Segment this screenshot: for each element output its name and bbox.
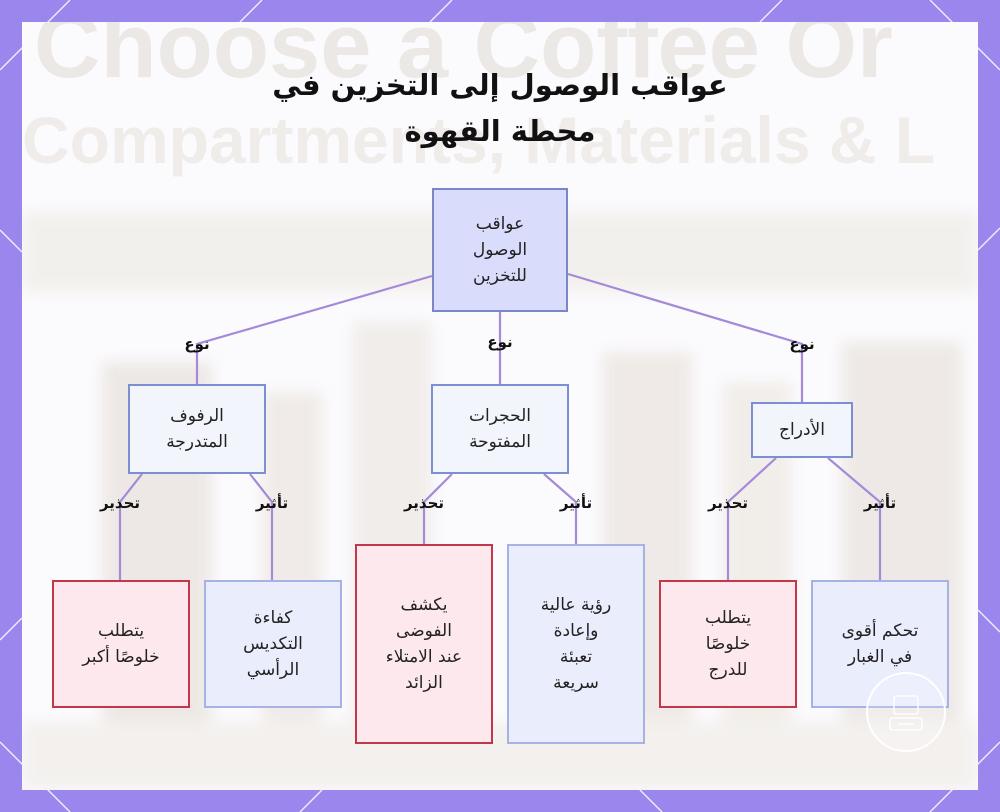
edge-drawers-effect: [828, 458, 880, 580]
node-text-line: تحكم أقوى: [842, 618, 919, 644]
node-text-line: رؤية عالية: [541, 592, 611, 618]
frame-deco-line: [978, 228, 1000, 250]
edge-label-type-left: نوع: [184, 335, 209, 353]
node-root: عواقب الوصول للتخزين: [432, 188, 568, 312]
edge-label-type-center: نوع: [487, 333, 512, 351]
node-text-line: عواقب: [473, 211, 527, 237]
node-text-line: عند الامتلاء: [386, 644, 462, 670]
frame-deco-line: [0, 230, 22, 252]
node-text-line: الأدراج: [779, 417, 825, 443]
node-text-line: يتطلب: [82, 618, 159, 644]
node-drawers: الأدراج: [751, 402, 853, 458]
edge-root-drawers: [568, 274, 802, 402]
node-text-line: يكشف: [386, 592, 462, 618]
edge-label-drawers-effect: تأثير: [864, 494, 896, 512]
node-compartments-effect: رؤية عالية وإعادة تعبئة سريعة: [507, 544, 645, 744]
node-text-line: الرأسي: [243, 657, 303, 683]
node-text-line: يتطلب: [705, 605, 751, 631]
node-text-line: تعبئة: [541, 644, 611, 670]
edge-label-type-right: نوع: [789, 335, 814, 353]
diagram-canvas: Choose a Coffee Or Compartments, Materia…: [22, 22, 978, 790]
edge-root-tiered-shelves: [197, 276, 432, 384]
frame-deco-line: [640, 790, 662, 812]
node-text-line: كفاءة: [243, 605, 303, 631]
node-tiered-shelves: الرفوف المتدرجة: [128, 384, 266, 474]
node-text-line: الزائد: [386, 670, 462, 696]
badge-icon: [868, 674, 944, 750]
node-shelves-effect: كفاءة التكديس الرأسي: [204, 580, 342, 708]
watermark-badge: [866, 672, 946, 752]
frame-deco-line: [430, 0, 452, 22]
node-text-line: في الغبار: [842, 644, 919, 670]
frame-deco-line: [760, 0, 782, 22]
node-text-line: خلوصًا: [705, 631, 751, 657]
node-text-line: للدرج: [705, 657, 751, 683]
edge-label-shelves-warning: تحذير: [100, 494, 140, 512]
frame-deco-line: [300, 790, 322, 812]
node-open-compartments: الحجرات المفتوحة: [431, 384, 569, 474]
node-text-line: خلوصًا أكبر: [82, 644, 159, 670]
edge-label-compartments-warning: تحذير: [404, 494, 444, 512]
edge-label-compartments-effect: تأثير: [560, 494, 592, 512]
node-compartments-warning: يكشف الفوضى عند الامتلاء الزائد: [355, 544, 493, 744]
node-text-line: الحجرات: [469, 403, 531, 429]
frame-deco-line: [240, 0, 262, 22]
node-text-line: للتخزين: [473, 263, 527, 289]
node-drawers-warning: يتطلب خلوصًا للدرج: [659, 580, 797, 708]
edge-shelves-effect: [250, 474, 272, 580]
node-text-line: وإعادة: [541, 618, 611, 644]
node-text-line: سريعة: [541, 670, 611, 696]
node-text-line: الفوضى: [386, 618, 462, 644]
frame-deco-line: [0, 618, 22, 640]
edge-shelves-warning: [120, 474, 142, 580]
frame-deco-line: [978, 610, 1000, 632]
node-shelves-warning: يتطلب خلوصًا أكبر: [52, 580, 190, 708]
edge-drawers-warning: [728, 458, 776, 580]
node-text-line: الرفوف: [166, 403, 228, 429]
node-text-line: المفتوحة: [469, 429, 531, 455]
node-text-line: التكديس: [243, 631, 303, 657]
edge-label-drawers-warning: تحذير: [708, 494, 748, 512]
node-text-line: المتدرجة: [166, 429, 228, 455]
edge-label-shelves-effect: تأثير: [256, 494, 288, 512]
node-text-line: الوصول: [473, 237, 527, 263]
